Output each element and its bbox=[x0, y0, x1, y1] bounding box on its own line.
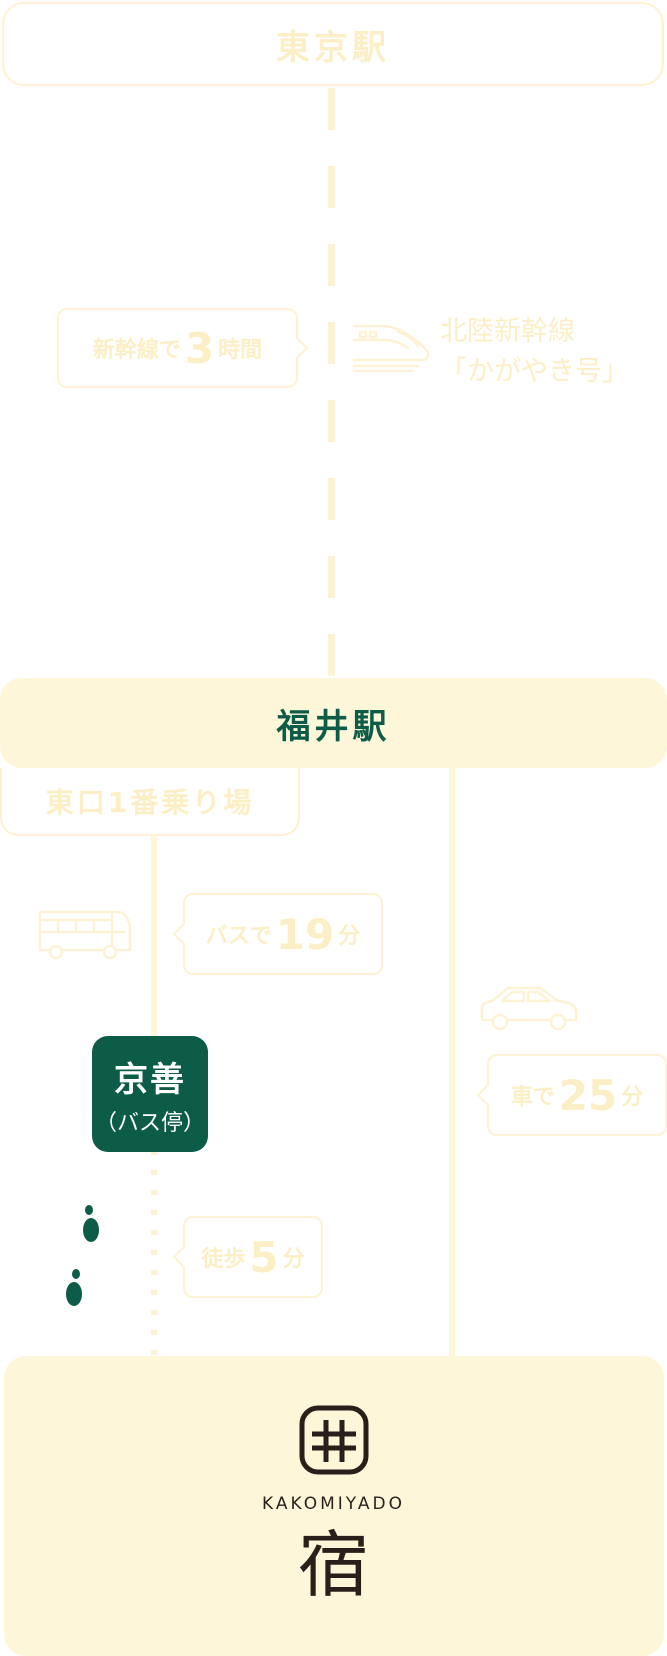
bus-icon bbox=[38, 910, 132, 960]
origin-station-box: 東京駅 bbox=[2, 2, 664, 86]
car-duration-unit: 分 bbox=[621, 1085, 644, 1110]
car-duration-prefix: 車で bbox=[510, 1085, 555, 1110]
shinkansen-duration-bubble: 新幹線で 3 時間 bbox=[57, 308, 298, 388]
transfer-station-bar: 福井駅 bbox=[0, 678, 667, 768]
train-line-label: 北陸新幹線 bbox=[440, 316, 575, 347]
kakomiyado-logo-icon bbox=[299, 1405, 369, 1475]
bus-duration-unit: 分 bbox=[338, 924, 361, 949]
car-duration-bubble: 車で 25 分 bbox=[487, 1054, 667, 1136]
bus-stop-name: 京善 bbox=[114, 1059, 186, 1100]
walk-duration-unit: 分 bbox=[282, 1247, 305, 1272]
train-name: 北陸新幹線 「かがやき号」 bbox=[440, 312, 629, 392]
walk-route-line bbox=[151, 1150, 157, 1360]
train-icon bbox=[352, 324, 430, 372]
origin-station-label: 東京駅 bbox=[276, 27, 390, 68]
walk-duration-value: 5 bbox=[249, 1232, 279, 1282]
bus-duration-bubble: バスで 19 分 bbox=[183, 893, 383, 975]
car-icon bbox=[480, 986, 578, 1031]
bus-duration-value: 19 bbox=[275, 909, 335, 959]
destination-name-kanji: 宿 bbox=[297, 1523, 370, 1607]
train-service-label: 「かがやき号」 bbox=[440, 356, 629, 387]
bus-duration-prefix: バスで bbox=[205, 924, 272, 949]
transfer-station-label: 福井駅 bbox=[276, 706, 391, 747]
walk-duration-bubble: 徒歩 5 分 bbox=[183, 1216, 323, 1298]
shinkansen-route-line bbox=[328, 88, 335, 680]
bus-stop-sub: （バス停） bbox=[94, 1110, 205, 1136]
shinkansen-duration-unit: 時間 bbox=[218, 338, 263, 363]
bus-stop-box: 京善 （バス停） bbox=[92, 1036, 208, 1152]
shinkansen-duration-prefix: 新幹線で bbox=[92, 338, 181, 363]
walk-duration-prefix: 徒歩 bbox=[201, 1247, 246, 1272]
bus-route-line bbox=[151, 836, 157, 1036]
destination-name-en: KAKOMIYADO bbox=[262, 1494, 405, 1514]
bus-platform-box: 東口1番乗り場 bbox=[0, 768, 300, 836]
shinkansen-duration-value: 3 bbox=[184, 323, 215, 373]
car-duration-value: 25 bbox=[558, 1070, 618, 1120]
car-route-line bbox=[449, 768, 455, 1358]
footprints-icon bbox=[66, 1205, 99, 1306]
bus-platform-label: 東口1番乗り場 bbox=[45, 786, 255, 819]
